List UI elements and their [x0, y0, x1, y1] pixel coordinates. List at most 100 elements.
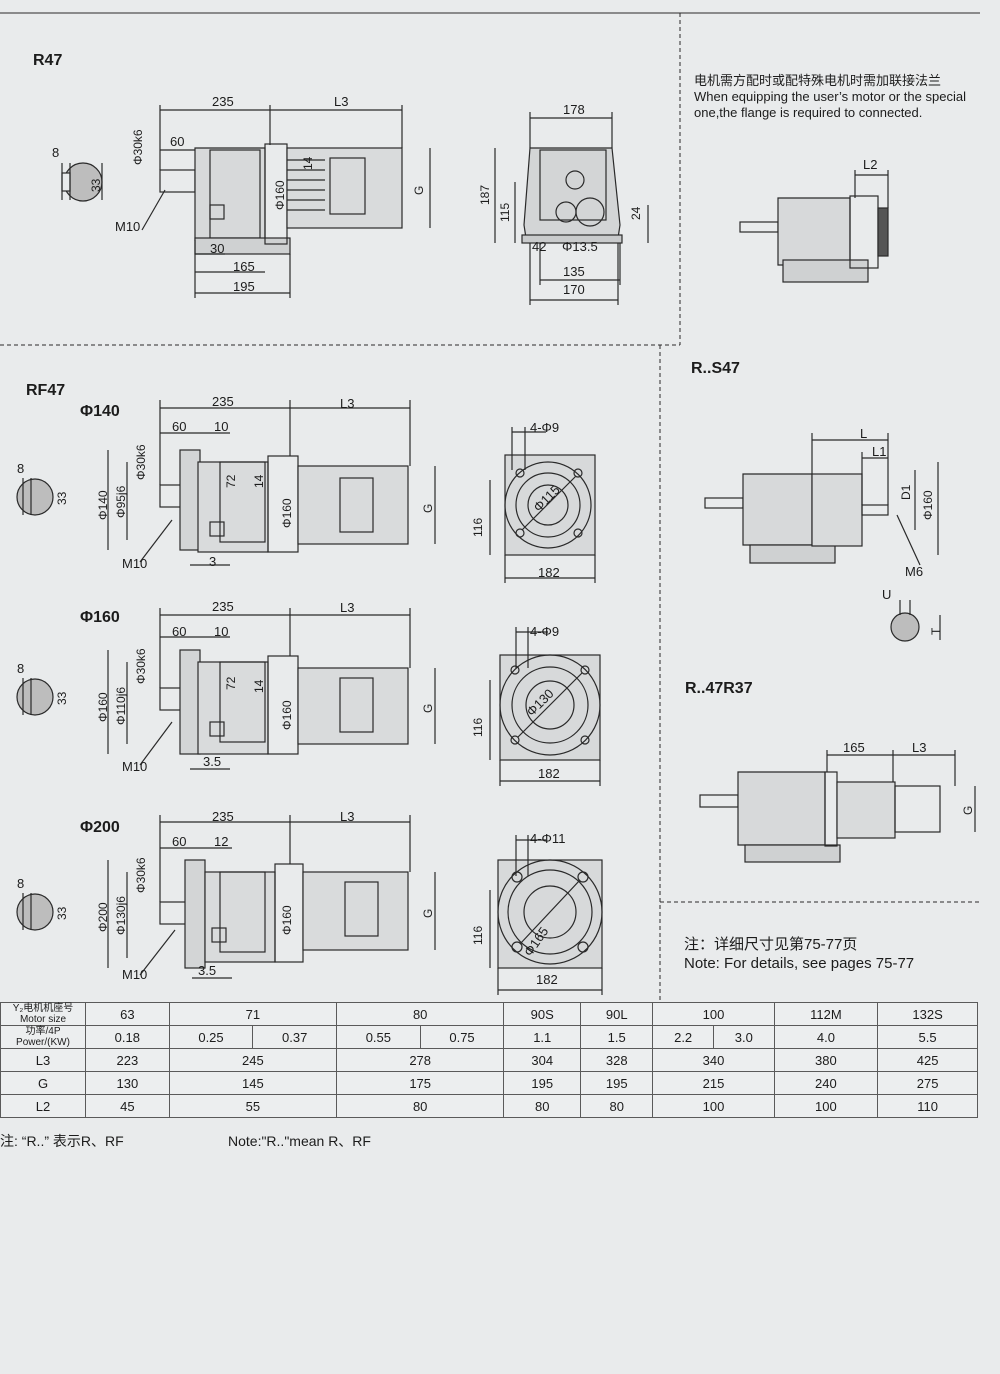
row-header: G [0, 1071, 86, 1095]
rf47-variant-3-title: Φ200 [80, 819, 120, 836]
rf47-variant-2-title: Φ160 [80, 609, 120, 626]
dim-165: 165 [233, 259, 255, 274]
table-cell: 175 [336, 1071, 505, 1095]
dim-8: 8 [17, 876, 25, 891]
table-cell: 90L [580, 1002, 654, 1026]
dim-170: 170 [563, 282, 585, 297]
dim-flange: Φ160 [96, 692, 110, 722]
dim-M10: M10 [115, 219, 141, 234]
dim-116: 116 [471, 717, 485, 737]
rf47-variant-1-title: Φ140 [80, 403, 120, 420]
table-cell: 0.25 [168, 1025, 254, 1049]
table-cell: 80 [336, 1094, 505, 1118]
table-cell: 3.0 [712, 1025, 775, 1049]
footnote-en: Note:"R.."mean R、RF [228, 1133, 371, 1149]
dim-116: 116 [471, 925, 485, 945]
table-cell: 100 [652, 1094, 775, 1118]
table-cell: 1.1 [503, 1025, 582, 1049]
table-cell: 100 [652, 1002, 775, 1026]
dim-L3: L3 [340, 396, 355, 411]
r47-front-view [61, 105, 431, 298]
table-cell: 71 [168, 1002, 338, 1026]
header-en: Motor size [19, 1014, 67, 1025]
dim-8: 8 [17, 461, 25, 476]
dim-10: 10 [214, 419, 229, 434]
r47-side-view [494, 112, 649, 305]
dim-T: T [929, 627, 943, 635]
details-note-cn: 注：详细尺寸见第75-77页 [684, 936, 858, 953]
table-cell: 100 [773, 1094, 879, 1118]
dim-14: 14 [252, 474, 266, 488]
dim-14: 14 [301, 156, 315, 170]
dim-M10: M10 [122, 759, 148, 774]
rs47-title: R..S47 [691, 360, 740, 377]
rf47-title: RF47 [26, 382, 66, 399]
dim-L: L [860, 426, 868, 441]
dim-G: G [412, 185, 426, 195]
dim-spigot: Φ110j6 [114, 686, 128, 725]
dim-235: 235 [212, 394, 234, 409]
table-cell: 80 [336, 1002, 505, 1026]
table-cell: 63 [85, 1002, 170, 1026]
dim-12: 12 [214, 834, 229, 849]
table-cell: 195 [503, 1071, 582, 1095]
dim-235: 235 [212, 809, 234, 824]
dim-24: 24 [629, 206, 643, 220]
dim-G: G [421, 703, 435, 713]
flange-note-en-2: one,the flange is required to connected. [694, 105, 923, 120]
dim-178: 178 [563, 102, 585, 117]
dim-L2: L2 [863, 157, 878, 172]
table-cell: 110 [877, 1094, 978, 1118]
rf47-front-views [16, 400, 603, 995]
header-cn: 功率/4P [25, 1026, 61, 1037]
dim-D1: D1 [899, 484, 913, 500]
dim-L1: L1 [872, 444, 887, 459]
dim-235: 235 [212, 599, 234, 614]
table-cell: 275 [877, 1071, 978, 1095]
table-cell: 80 [503, 1094, 582, 1118]
dim-187: 187 [478, 184, 492, 205]
row-header: L3 [0, 1048, 86, 1072]
dim-phi160: Φ160 [280, 700, 294, 730]
dim-135: 135 [563, 264, 585, 279]
dim-phi160: Φ160 [921, 490, 935, 520]
dim-G: G [421, 908, 435, 918]
r47r37-view [699, 750, 976, 863]
dim-72: 72 [224, 474, 238, 488]
table-cell: 45 [85, 1094, 170, 1118]
row-header: L2 [0, 1094, 86, 1118]
flange-note-en-1: When equipping the user’s motor or the s… [694, 89, 966, 104]
dim-shaft: Φ30k6 [131, 129, 145, 165]
dim-10: 10 [214, 624, 229, 639]
table-cell: 240 [773, 1071, 879, 1095]
dim-shaft: Φ30k6 [134, 648, 148, 684]
dim-G: G [421, 503, 435, 513]
dim-M10: M10 [122, 967, 148, 982]
dim-14: 14 [252, 679, 266, 693]
dim-8: 8 [52, 145, 60, 160]
dim-235: 235 [212, 94, 234, 109]
dim-U: U [882, 587, 892, 602]
table-row: G 130 145 175 195 195 215 240 275 [0, 1071, 978, 1095]
table-cell: 145 [168, 1071, 338, 1095]
dim-33: 33 [55, 491, 69, 505]
table-cell: 0.55 [336, 1025, 421, 1049]
dim-M6: M6 [905, 564, 924, 579]
dim-33: 33 [55, 691, 69, 705]
table-cell: 278 [336, 1048, 505, 1072]
table-row: L3 223 245 278 304 328 340 380 425 [0, 1048, 978, 1072]
dim-spigot: Φ95j6 [114, 485, 128, 518]
dim-hole: Φ13.5 [562, 239, 598, 254]
flange-note: 电机需方配时或配特殊电机时需加联接法兰 When equipping the u… [694, 73, 966, 121]
header-cn: Y₂电机机座号 [12, 1003, 74, 1014]
dim-182: 182 [538, 766, 560, 781]
dim-33: 33 [89, 178, 103, 192]
dim-M10: M10 [122, 556, 148, 571]
dim-L3: L3 [912, 740, 927, 755]
dim-115: 115 [498, 202, 512, 222]
dim-L3: L3 [334, 94, 349, 109]
